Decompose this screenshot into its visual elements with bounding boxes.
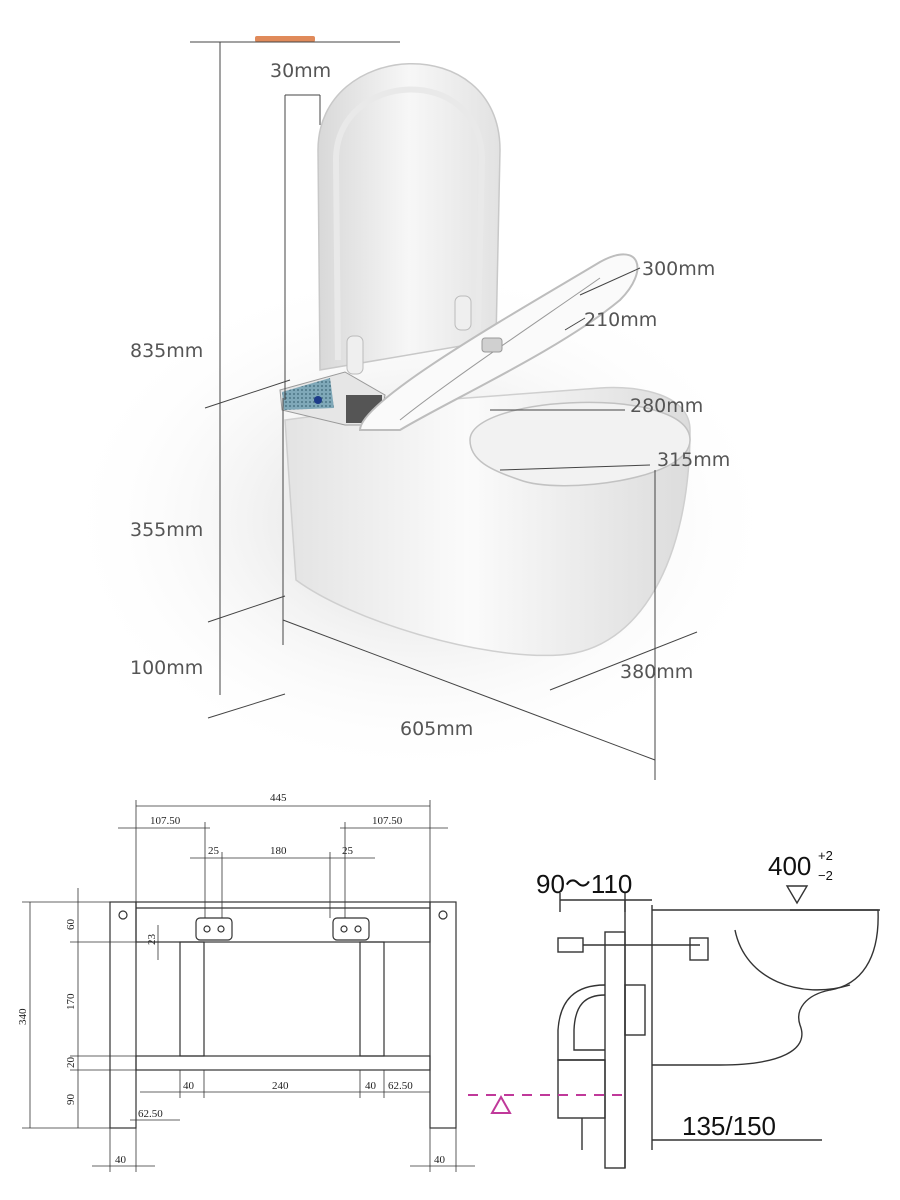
side-inlet [557,937,584,953]
floor-marker-icon [490,1094,512,1114]
bowl-opening [469,401,691,487]
bracket-left-hole-b [217,925,225,933]
label-seat-width: 300mm [642,258,715,280]
label-opening-width: 280mm [630,395,703,417]
label-opening-length: 315mm [657,449,730,471]
dim-tol-minus: −2 [818,868,833,883]
label-bowl-height: 355mm [130,519,203,541]
bracket-right-hole-a [340,925,348,933]
side-tank [557,1059,606,1119]
bracket-left [195,917,233,941]
dim-foot-band: 90 [65,1094,77,1106]
frame-lower-rail [135,1055,431,1071]
side-view-drawing [557,885,880,1169]
dim-right-inset: 107.50 [372,815,403,827]
mount-hole-left [118,910,128,920]
label-width: 380mm [620,661,693,683]
dim-overall-width: 445 [270,792,287,804]
dim-overall-height: 340 [17,1008,29,1025]
bracket-left-hole-a [203,925,211,933]
label-lid-offset: 30mm [270,60,331,82]
dim-lower-left-inset: 62.50 [138,1108,163,1120]
dim-bracket-spacing: 180 [270,845,287,857]
dim-tol-plus: +2 [818,848,833,863]
frame-right-post [429,901,457,1129]
dim-lower-band: 20 [65,1057,77,1069]
dim-bracket-right: 25 [342,845,354,857]
height-marker-icon [785,885,809,905]
side-bowl-inner [734,929,851,991]
dim-height-nominal: 400 [768,851,811,881]
dim-lower-right-inset: 62.50 [388,1080,413,1092]
dim-middle-band: 170 [65,993,77,1010]
dim-lower-left-gap: 40 [183,1080,195,1092]
dim-top-band: 60 [65,919,77,931]
side-frame-post [604,931,626,1169]
dim-bracket-left: 25 [208,845,220,857]
label-seat-inner: 210mm [584,309,657,331]
dim-bracket-height: 23 [146,934,158,946]
accent-mark [255,36,315,42]
frame-inner-post-left [179,941,205,1057]
frame-drawing [109,901,457,1129]
hinge-left [346,335,364,375]
dim-left-inset: 107.50 [150,815,181,827]
dim-lower-right-gap: 40 [365,1080,377,1092]
side-waste-pipe [557,984,606,1061]
frame-inner-post-right [359,941,385,1057]
side-bolt-head [689,937,709,961]
dim-floor-clearance: 135/150 [682,1111,776,1141]
side-bowl-profile [652,909,879,1066]
floor-level-marker [468,1094,625,1114]
power-button-icon [314,396,322,404]
nozzle-unit [481,337,503,353]
toilet-lid [317,63,501,371]
side-waste-pipe-inner [573,994,606,1051]
frame-top-rail [135,901,431,943]
product-photo: 30mm 300mm 210mm 280mm 315mm 835mm 355mm… [60,36,780,780]
dim-foot-right: 40 [434,1154,446,1166]
dim-wall-offset: 90～110 [536,869,632,899]
lid-inner-rim [332,86,486,361]
side-flange [624,984,646,1036]
mount-hole-right [438,910,448,920]
hinge-right [454,295,472,331]
bracket-right [332,917,370,941]
dim-lower-spacing: 240 [272,1080,289,1092]
frame-left-post [109,901,137,1129]
bracket-right-hole-b [354,925,362,933]
label-total-height: 835mm [130,340,203,362]
label-bottom-gap: 100mm [130,657,203,679]
label-depth: 605mm [400,718,473,740]
dim-foot-left: 40 [115,1154,127,1166]
frame-dimension-lines [22,800,475,1172]
photo-dimension-lines [190,41,698,780]
